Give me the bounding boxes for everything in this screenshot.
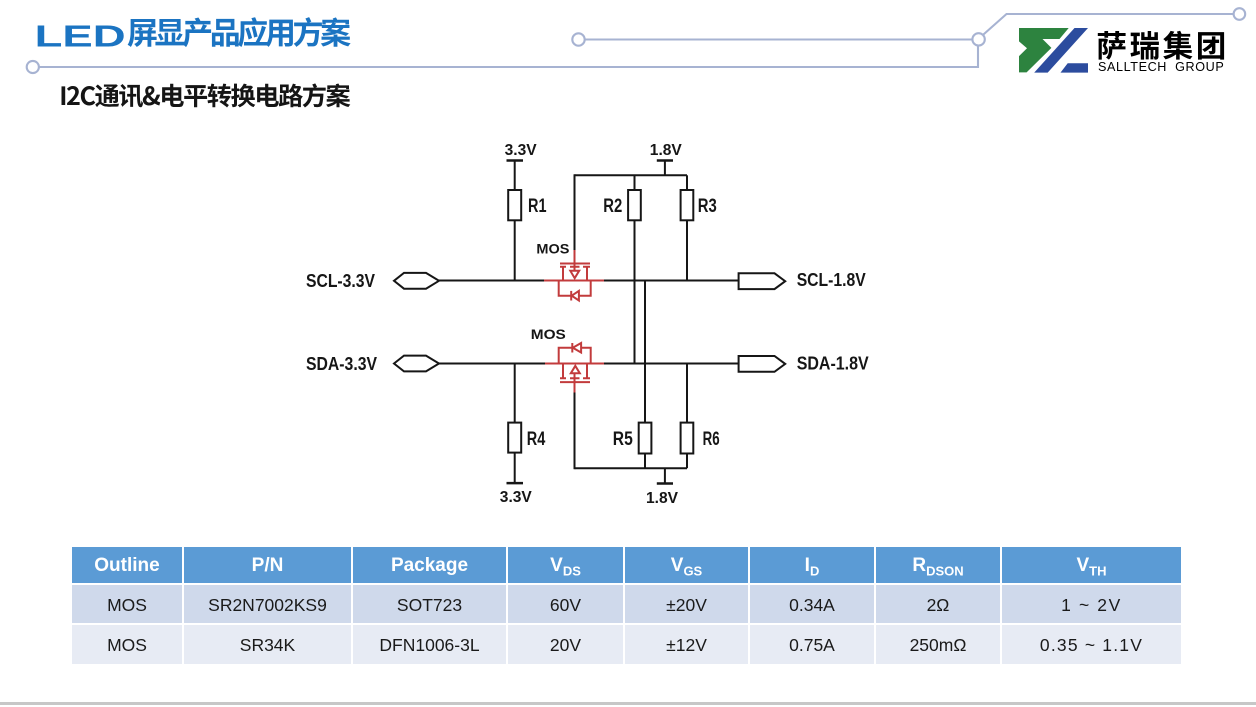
svg-text:MOS: MOS: [531, 326, 566, 342]
svg-text:R1: R1: [528, 196, 547, 217]
svg-text:R5: R5: [613, 429, 633, 450]
svg-text:SDA-1.8V: SDA-1.8V: [797, 353, 869, 373]
svg-text:SDA-3.3V: SDA-3.3V: [306, 354, 377, 374]
svg-text:1.8V: 1.8V: [646, 490, 678, 507]
svg-text:R3: R3: [698, 196, 717, 217]
svg-text:SCL-1.8V: SCL-1.8V: [797, 270, 866, 290]
svg-text:SCL-3.3V: SCL-3.3V: [306, 271, 375, 291]
svg-text:1.8V: 1.8V: [650, 142, 682, 159]
svg-text:R2: R2: [603, 196, 622, 217]
svg-text:3.3V: 3.3V: [505, 142, 537, 159]
svg-text:R4: R4: [527, 429, 546, 450]
svg-text:MOS: MOS: [536, 241, 569, 257]
svg-text:LED: LED: [35, 18, 126, 53]
svg-text:3.3V: 3.3V: [500, 489, 532, 506]
svg-text:R6: R6: [703, 429, 720, 450]
